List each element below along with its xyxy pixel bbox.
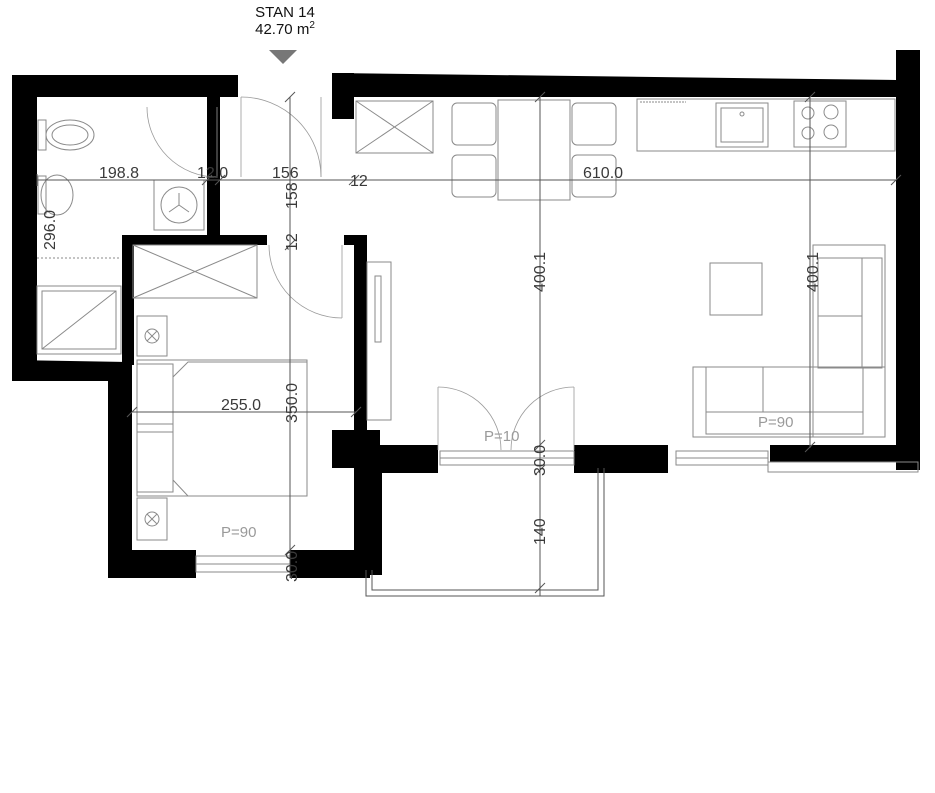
sofa-chaise-icon bbox=[812, 244, 886, 438]
area-exponent: 2 bbox=[309, 20, 315, 31]
wc-door-swing bbox=[146, 106, 218, 178]
bedroom-furniture bbox=[132, 244, 308, 541]
cooktop-icon bbox=[793, 100, 847, 148]
dim-wall-30-b: 30.0 bbox=[532, 445, 549, 476]
dim-bedroom-width: 255.0 bbox=[221, 397, 261, 414]
wall-living-bottom-2 bbox=[574, 445, 668, 473]
wall-bedroom-bottom-left bbox=[108, 550, 196, 578]
apartment-area: 42.70 m2 bbox=[225, 20, 345, 39]
wall-top-left bbox=[12, 75, 238, 97]
pillow-top bbox=[136, 363, 174, 425]
nightstand-bottom-icon bbox=[136, 497, 168, 541]
wall-bedroom-left-inner bbox=[122, 235, 134, 365]
wall-wc-stub bbox=[207, 97, 219, 105]
walls bbox=[12, 50, 920, 578]
dim-wall-12-0: 12.0 bbox=[197, 165, 228, 182]
dimension-lines bbox=[36, 91, 902, 596]
wall-left-bedroom bbox=[108, 362, 132, 578]
nightstand-top-icon bbox=[136, 315, 168, 357]
wall-left-step bbox=[12, 360, 130, 381]
wall-left-bathroom bbox=[12, 75, 37, 381]
sink-icon bbox=[40, 174, 74, 216]
kitchen-sink-icon bbox=[715, 102, 769, 148]
pillow-bottom bbox=[136, 431, 174, 493]
windows bbox=[195, 450, 919, 597]
living-window-label: P=90 bbox=[758, 414, 793, 431]
dim-wall-30-a: 30.0 bbox=[284, 551, 301, 582]
wall-bedroom-top bbox=[122, 235, 267, 245]
balcony-door-label: P=10 bbox=[484, 428, 519, 445]
wall-living-bottom-1 bbox=[366, 445, 438, 473]
entrance-door-swing bbox=[240, 96, 322, 178]
bedroom-window-label: P=90 bbox=[221, 524, 256, 541]
toilet-tank bbox=[37, 119, 47, 151]
toilet-icon bbox=[45, 119, 95, 151]
chair-icon bbox=[571, 102, 617, 146]
balcony-railing-outer bbox=[365, 468, 605, 597]
area-value: 42.70 m bbox=[255, 21, 310, 38]
bed-icon bbox=[136, 359, 308, 497]
dimension-labels: 198.8 12.0 156 12 610.0 255.0 296.0 158 … bbox=[42, 165, 822, 582]
chair-icon bbox=[451, 154, 497, 198]
bedroom-door-swing bbox=[268, 244, 343, 319]
dim-bathroom-depth: 296.0 bbox=[42, 210, 59, 250]
shower-tray-icon bbox=[36, 285, 122, 355]
dim-balcony-depth: 140 bbox=[532, 518, 549, 545]
entrance-marker-icon bbox=[269, 50, 297, 64]
sink-back bbox=[37, 175, 47, 215]
apartment-title: STAN 14 bbox=[255, 4, 315, 21]
wall-entrance-pillar bbox=[332, 73, 354, 119]
coffee-table-icon bbox=[709, 262, 763, 316]
wall-bedroom-right bbox=[354, 235, 367, 445]
balcony-railing-inner bbox=[371, 468, 599, 591]
dim-wc-width: 198.8 bbox=[99, 165, 139, 182]
dim-hall-158: 158 bbox=[284, 182, 301, 209]
dim-bedroom-depth: 350.0 bbox=[284, 383, 301, 423]
dim-wall-12-b: 12 bbox=[284, 233, 301, 251]
wall-top-living bbox=[332, 73, 896, 97]
kitchen-counter-icon bbox=[636, 98, 896, 152]
dining-table-icon bbox=[497, 99, 571, 201]
living-furniture bbox=[355, 98, 896, 438]
wardrobe-icon bbox=[132, 244, 258, 299]
balcony-door-right-swing bbox=[510, 386, 575, 451]
dim-living-depth-b: 400.1 bbox=[805, 252, 822, 292]
hall-cabinet-icon bbox=[355, 100, 434, 154]
chair-icon bbox=[571, 154, 617, 198]
dim-hall-156: 156 bbox=[272, 165, 299, 182]
wall-right bbox=[896, 50, 920, 470]
living-sill bbox=[767, 461, 919, 473]
doors bbox=[146, 96, 575, 451]
dim-living-width: 610.0 bbox=[583, 165, 623, 182]
tv-unit-icon bbox=[366, 261, 392, 421]
dim-living-depth-a: 400.1 bbox=[532, 252, 549, 292]
chair-icon bbox=[451, 102, 497, 146]
dim-wall-12-a: 12 bbox=[350, 173, 368, 190]
balcony-door-left-swing bbox=[437, 386, 502, 451]
opening-labels: P=90 P=90 P=10 bbox=[221, 414, 793, 541]
